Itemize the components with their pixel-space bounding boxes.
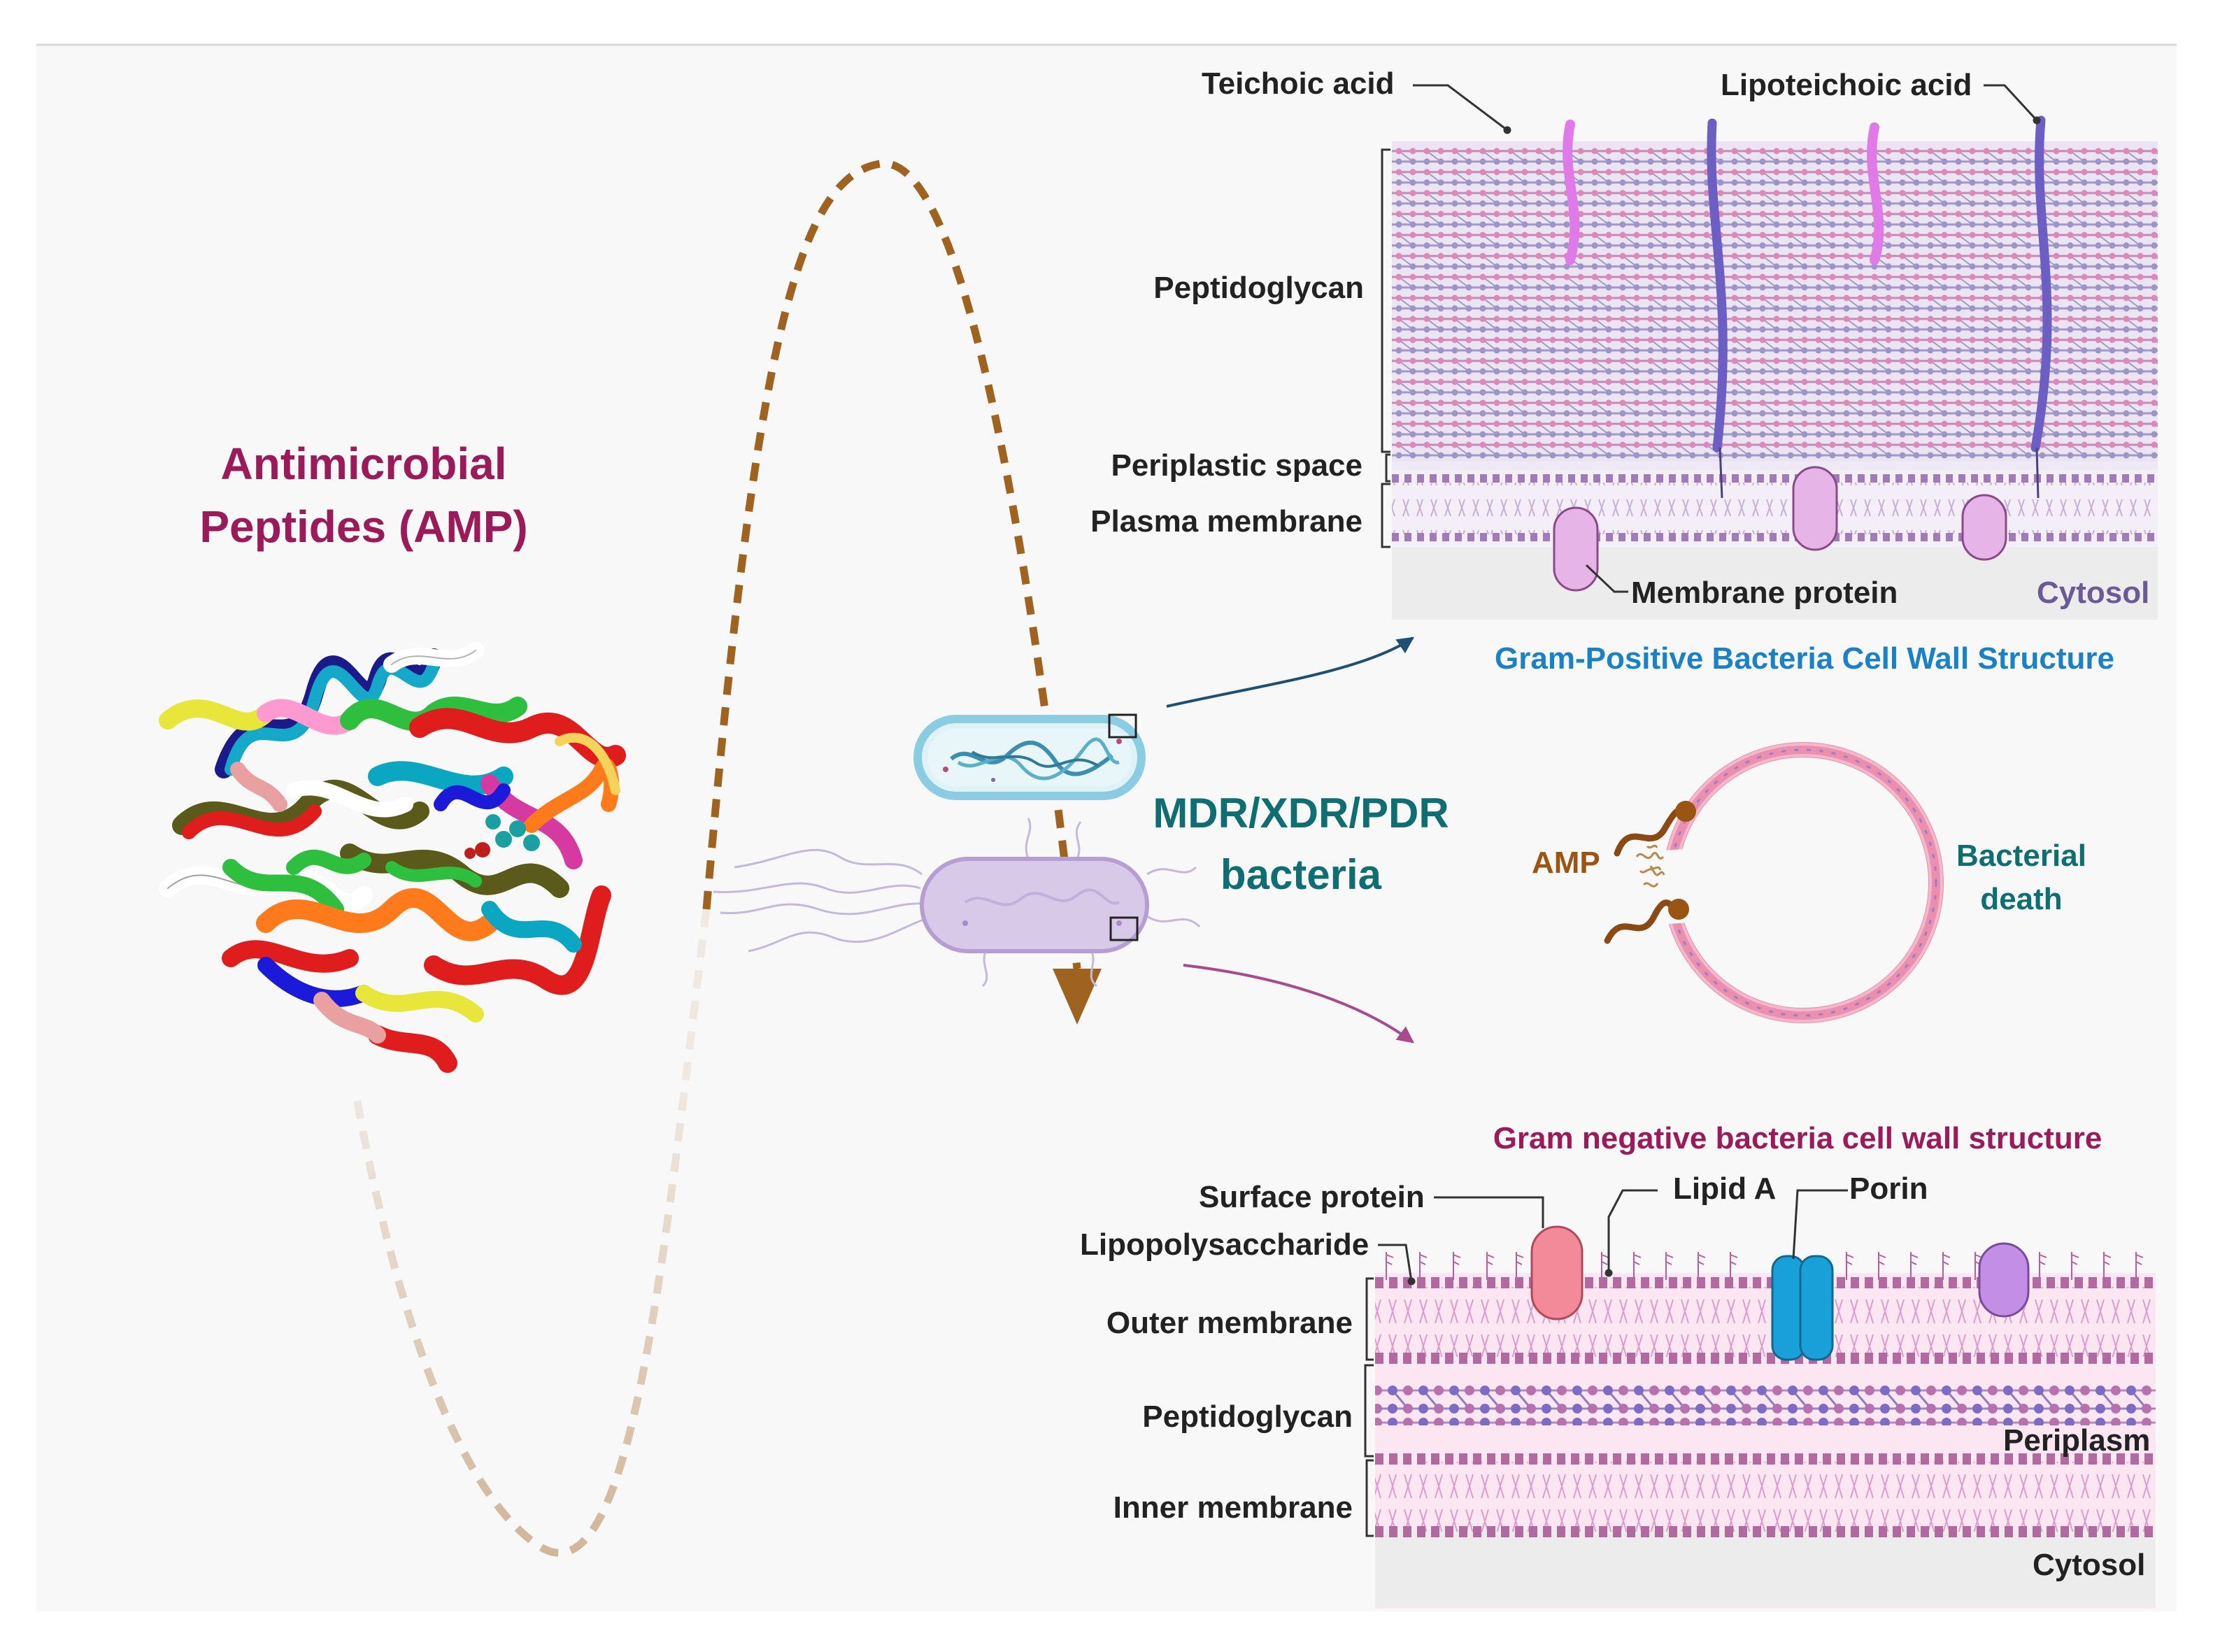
label-gp-cytosol: Cytosol: [2037, 576, 2150, 610]
center-label-line1: MDR/XDR/PDR: [1153, 790, 1449, 836]
lps-groups: [1386, 1252, 2144, 1280]
label-gn-peptidoglycan: Peptidoglycan: [1142, 1400, 1353, 1434]
dashed-curve: [353, 159, 1081, 1557]
arrow-to-gram-positive: [1166, 636, 1414, 708]
membrane-protein-neg: [1978, 1242, 2030, 1318]
gram-positive-cell-wall: [1392, 115, 2158, 620]
dashed-curve-arrowhead: [1053, 969, 1102, 1025]
porin-right: [1799, 1255, 1834, 1361]
label-inner-membrane: Inner membrane: [1113, 1490, 1353, 1525]
gram-positive-heading: Gram-Positive Bacteria Cell Wall Structu…: [1495, 641, 2114, 676]
gram-negative-zoom-box: [1109, 916, 1139, 941]
gram-positive-leaders: [1381, 84, 2041, 593]
gram-positive-bacterium: [913, 713, 1146, 800]
membrane-protein-3: [1961, 494, 2007, 561]
label-lipid-a: Lipid A: [1673, 1172, 1777, 1206]
gram-positive-zoom-box: [1108, 713, 1137, 739]
amp-protein-structure: [159, 642, 626, 1073]
label-lipopolysaccharide: Lipopolysaccharide: [1080, 1227, 1369, 1262]
gram-negative-cell-wall: [1375, 1225, 2156, 1609]
gram-negative-bacterium: [713, 818, 1201, 988]
membrane-protein-1: [1553, 506, 1599, 592]
label-gn-cytosol: Cytosol: [2033, 1548, 2146, 1582]
surface-protein-shape: [1530, 1225, 1584, 1320]
label-membrane-protein: Membrane protein: [1631, 576, 1898, 610]
gram-negative-heading: Gram negative bacteria cell wall structu…: [1493, 1121, 2102, 1155]
label-bacterial-death-line1: Bacterial: [1956, 839, 2086, 873]
label-bacterial-death-line2: death: [1980, 882, 2063, 916]
label-gp-peptidoglycan: Peptidoglycan: [1153, 271, 1364, 305]
membrane-protein-2: [1792, 466, 1838, 551]
label-teichoic-acid: Teichoic acid: [1202, 66, 1395, 101]
label-amp: AMP: [1532, 846, 1600, 880]
title-line2: Peptides (AMP): [199, 501, 528, 552]
label-lipoteichoic-acid: Lipoteichoic acid: [1721, 68, 1972, 102]
label-surface-protein: Surface protein: [1199, 1180, 1425, 1214]
gram-negative-leaders: [1364, 1189, 1848, 1537]
label-porin: Porin: [1849, 1172, 1928, 1206]
label-outer-membrane: Outer membrane: [1106, 1306, 1353, 1340]
arrow-to-gram-negative: [1183, 964, 1414, 1044]
label-periplasm: Periplasm: [2003, 1423, 2151, 1458]
title-line1: Antimicrobial: [220, 439, 507, 489]
center-label-line2: bacteria: [1220, 851, 1382, 898]
bacterial-death-cell: [1604, 742, 1944, 1023]
label-plasma-membrane: Plasma membrane: [1090, 504, 1362, 539]
label-periplastic-space: Periplastic space: [1111, 448, 1362, 483]
